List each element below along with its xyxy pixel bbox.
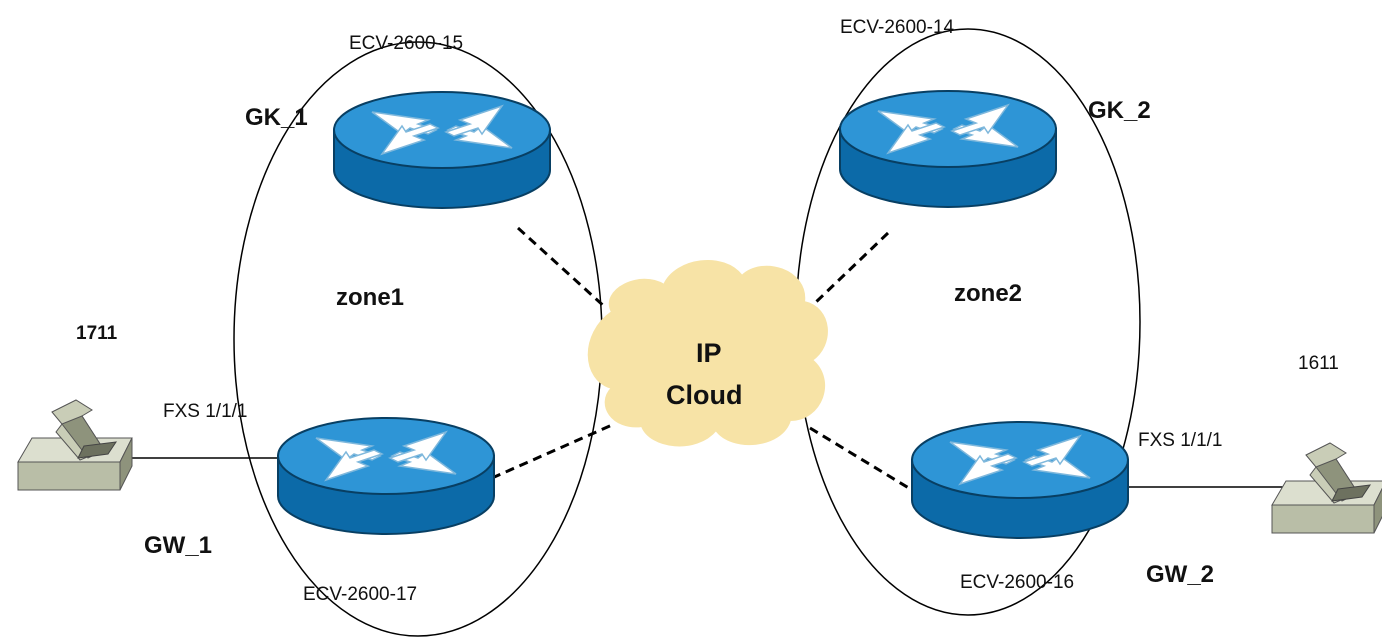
link-gw2-cloud: [809, 426, 913, 492]
link-gw1-cloud: [491, 423, 613, 480]
gk2-hostname: ECV-2600-14: [840, 17, 955, 38]
gw2-port-label: FXS 1/1/1: [1138, 430, 1223, 451]
cloud-label-line2: Cloud: [666, 380, 742, 410]
gk1-router-icon: [333, 91, 551, 209]
gw1-router-icon: [277, 417, 495, 535]
gw2-router-icon: [911, 421, 1129, 539]
phone-right-icon: [1271, 442, 1382, 534]
ip-cloud: [587, 260, 828, 447]
gw1-label: GW_1: [144, 532, 212, 559]
link-gk1-cloud: [516, 226, 608, 310]
phone-left-icon: [17, 399, 133, 491]
cloud-label-line1: IP: [696, 338, 722, 368]
gw1-port-label: FXS 1/1/1: [163, 401, 248, 422]
gk1-label: GK_1: [245, 104, 308, 131]
phone-left-number: 1711: [76, 323, 118, 344]
gw1-hostname: ECV-2600-17: [303, 584, 417, 605]
gk2-router-icon: [839, 90, 1057, 208]
gw2-hostname: ECV-2600-16: [960, 572, 1074, 593]
gk1-hostname: ECV-2600-15: [349, 33, 463, 54]
zone1-label: zone1: [336, 284, 404, 311]
gk2-label: GK_2: [1088, 97, 1151, 124]
gw2-label: GW_2: [1146, 561, 1214, 588]
zone2-label: zone2: [954, 280, 1022, 307]
phone-right-number: 1611: [1298, 353, 1339, 374]
